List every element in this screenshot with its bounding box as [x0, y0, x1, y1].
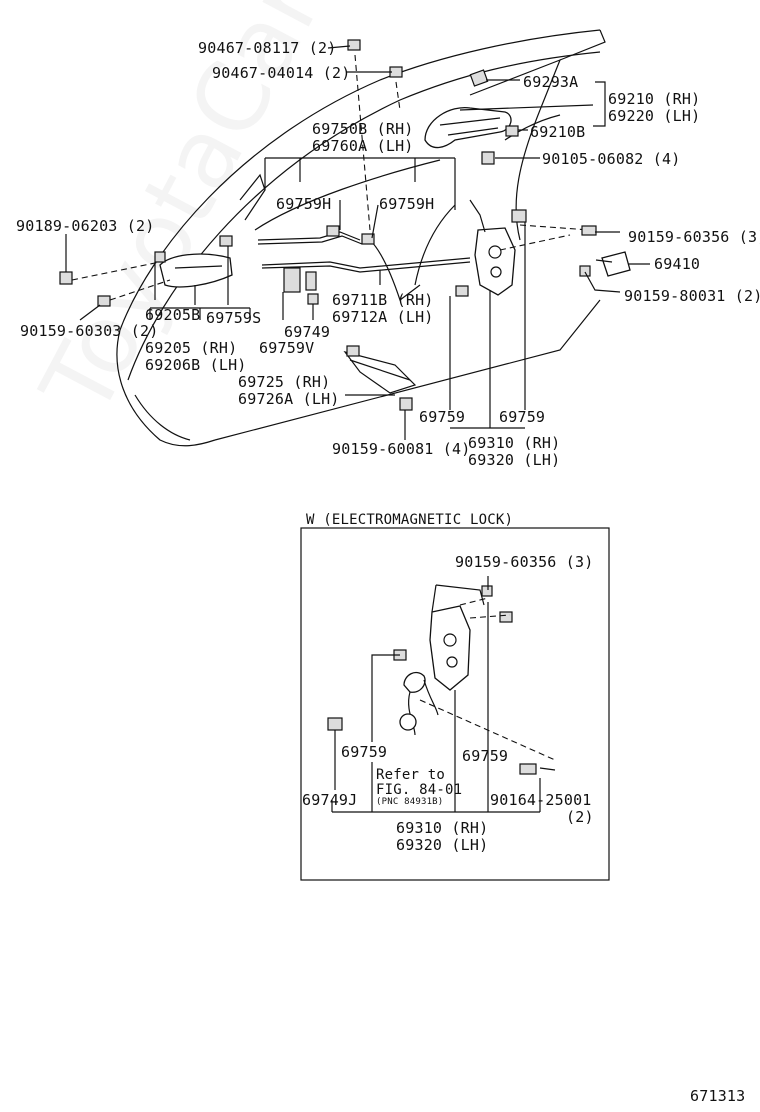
inside-handle-shape	[59, 251, 233, 307]
label-69310-rh: 69310 (RH)	[468, 434, 561, 452]
label-90189-06203: 90189-06203 (2)	[16, 217, 155, 235]
label-69210-rh: 69210 (RH)	[608, 90, 701, 108]
inset-label-69759-right: 69759	[462, 747, 509, 765]
label-69726A-lh: 69726A (LH)	[238, 390, 340, 408]
door-outline	[116, 29, 606, 447]
label-69205-rh: 69205 (RH)	[145, 339, 238, 357]
clips	[283, 267, 319, 305]
inset-title: W (ELECTROMAGNETIC LOCK)	[306, 512, 514, 528]
label-69410: 69410	[654, 255, 701, 273]
refer-pnc-text: (PNC 84931B)	[376, 797, 444, 807]
inset-drawing	[327, 576, 556, 813]
inset-label-90164-25001: 90164-25001	[490, 791, 592, 809]
label-69759H-right: 69759H	[379, 195, 435, 213]
label-69759H-left: 69759H	[276, 195, 332, 213]
figure-number: 671313	[690, 1087, 746, 1105]
label-69320-lh: 69320 (LH)	[468, 451, 561, 469]
label-90159-60303: 90159-60303 (2)	[20, 322, 159, 340]
label-69725-rh: 69725 (RH)	[238, 373, 331, 391]
label-69205B: 69205B	[145, 306, 201, 324]
label-69760A-lh: 69760A (LH)	[312, 137, 414, 155]
label-69220-lh: 69220 (LH)	[608, 107, 701, 125]
inset-frame	[300, 527, 610, 881]
inset-label-69749J: 69749J	[302, 791, 358, 809]
outside-handle-shape	[424, 69, 519, 165]
label-69750B-rh: 69750B (RH)	[312, 120, 414, 138]
label-69293A: 69293A	[523, 73, 579, 91]
inset-label-90164-qty: (2)	[566, 808, 594, 826]
inset-label-69759-left: 69759	[341, 743, 388, 761]
label-90159-80031: 90159-80031 (2)	[624, 287, 760, 305]
label-90105-06082: 90105-06082 (4)	[542, 150, 681, 168]
inset-label-69320-lh: 69320 (LH)	[396, 836, 489, 854]
label-90467-04014: 90467-04014 (2)	[212, 64, 351, 82]
label-69711B-rh: 69711B (RH)	[332, 291, 434, 309]
label-90159-60081: 90159-60081 (4)	[332, 440, 471, 458]
label-69759-right: 69759	[499, 408, 546, 426]
label-69759V: 69759V	[259, 339, 315, 357]
label-90159-60356: 90159-60356 (3)	[628, 228, 760, 246]
label-69712A-lh: 69712A (LH)	[332, 308, 434, 326]
inset-label-69310-rh: 69310 (RH)	[396, 819, 489, 837]
refer-to-text: Refer to	[376, 767, 446, 783]
remote-linkage-shape	[343, 345, 417, 411]
label-69749: 69749	[284, 323, 331, 341]
leader-lines	[65, 45, 650, 440]
label-69206B-lh: 69206B (LH)	[145, 356, 247, 374]
link-rods	[219, 204, 471, 301]
refer-fig-text: FIG. 84-01	[376, 782, 463, 798]
label-69759-left: 69759	[419, 408, 466, 426]
lock-assembly-shape	[455, 199, 591, 297]
striker-shape	[579, 225, 631, 277]
label-69759S: 69759S	[206, 309, 262, 327]
label-69210B: 69210B	[530, 123, 586, 141]
label-90467-08117: 90467-08117 (2)	[198, 39, 337, 57]
inset-label-90159-60356: 90159-60356 (3)	[455, 553, 594, 571]
